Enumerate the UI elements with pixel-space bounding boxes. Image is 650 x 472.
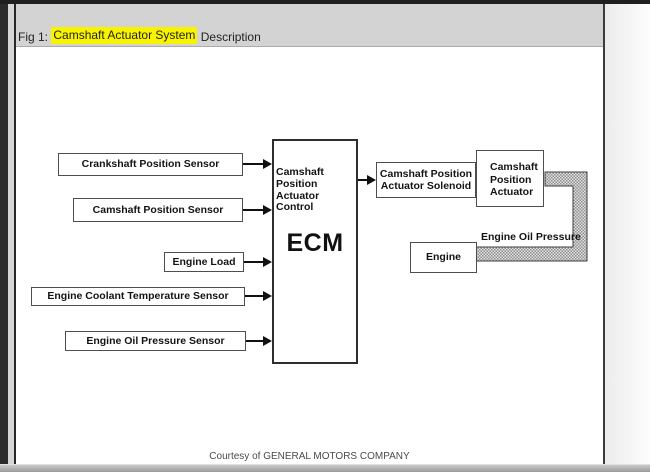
arrow-line: [243, 209, 263, 211]
box-engine: Engine: [410, 242, 477, 273]
arrow-head-icon: [263, 205, 272, 215]
arrow-line: [358, 179, 367, 181]
courtesy-note: Courtesy of GENERAL MOTORS COMPANY: [209, 451, 410, 462]
arrow-head-icon: [263, 291, 272, 301]
box-camshaft-position-actuator-solenoid: Camshaft Position Actuator Solenoid: [376, 162, 476, 198]
panel-right-margin: [605, 4, 650, 464]
arrow-head-icon: [263, 336, 272, 346]
arrow-line: [244, 261, 263, 263]
window-top-edge: [0, 0, 650, 4]
arrow-head-icon: [263, 257, 272, 267]
window-left-edge: [0, 4, 8, 464]
box-engine-load: Engine Load: [164, 252, 244, 272]
box-engine-coolant-temperature-sensor: Engine Coolant Temperature Sensor: [31, 287, 245, 306]
engine-oil-pressure-label: Engine Oil Pressure: [481, 231, 581, 243]
horizontal-scrollbar[interactable]: [0, 464, 650, 472]
arrow-line: [246, 340, 263, 342]
box-camshaft-position-sensor: Camshaft Position Sensor: [73, 198, 243, 222]
arrow-line: [243, 163, 263, 165]
window-left-gap: [8, 4, 14, 464]
arrow-line: [245, 295, 263, 297]
figure-title-suffix: Description: [197, 30, 261, 44]
figure-title-highlight: Camshaft Actuator System: [51, 27, 198, 44]
arrow-head-icon: [263, 159, 272, 169]
box-camshaft-position-actuator: Camshaft Position Actuator: [476, 150, 544, 207]
figure-title-bar: Fig 1: Camshaft Actuator System Descript…: [16, 4, 603, 47]
ecm-name-label: ECM: [286, 229, 344, 257]
box-engine-oil-pressure-sensor: Engine Oil Pressure Sensor: [65, 331, 246, 351]
arrow-head-icon: [367, 175, 376, 185]
figure-title-prefix: Fig 1:: [18, 30, 52, 44]
ecm-control-label: Camshaft Position Actuator Control: [276, 166, 324, 214]
box-ecm: [272, 139, 358, 364]
box-crankshaft-position-sensor: Crankshaft Position Sensor: [58, 153, 243, 176]
